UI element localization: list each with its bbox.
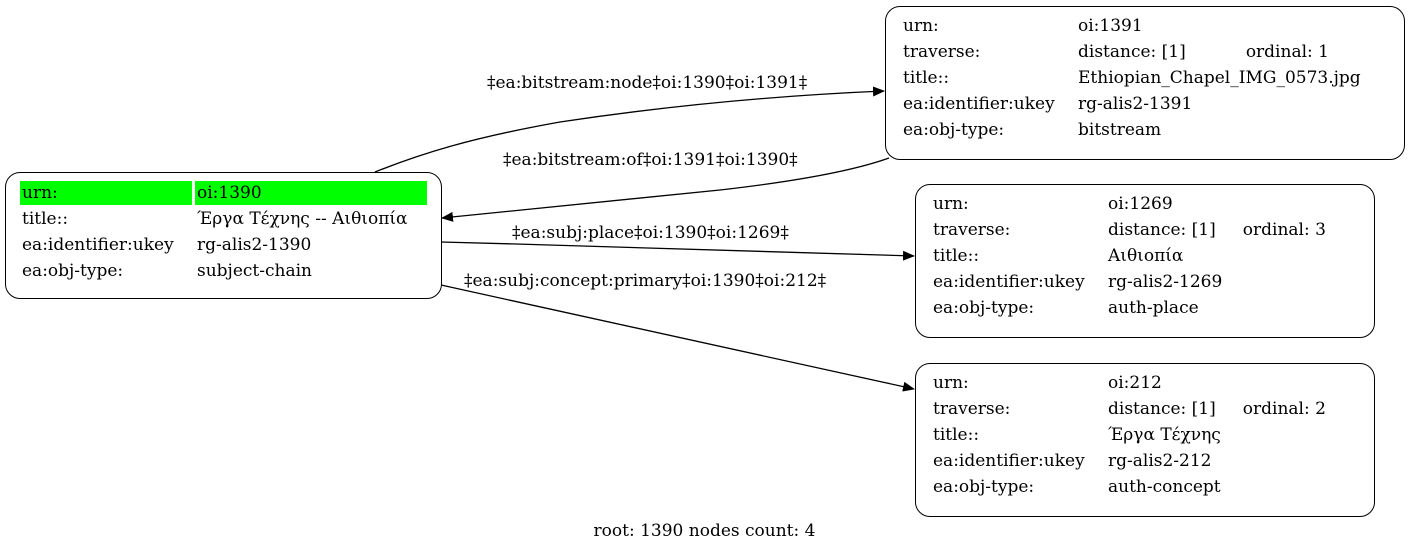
node-row-ukey: ea:identifier:ukey rg-alis2-1390 (20, 233, 427, 257)
node-row-title: title:: Ethiopian_Chapel_IMG_0573.jpg (901, 66, 1363, 90)
node-oi-1390[interactable]: urn: oi:1390 title:: Έργα Τέχνης -- Αιθι… (5, 172, 442, 299)
row-key: ea:identifier:ukey (933, 272, 1085, 292)
row-key: urn: (933, 373, 969, 393)
row-key: urn: (933, 194, 969, 214)
node-row-urn: urn: oi:1391 (901, 14, 1363, 38)
row-key: urn: (903, 16, 939, 36)
row-value: auth-concept (1108, 477, 1221, 497)
row-value: Αιθιοπία (1108, 246, 1184, 266)
row-key: ea:identifier:ukey (933, 451, 1085, 471)
node-row-ukey: ea:identifier:ukey rg-alis2-1269 (931, 270, 1328, 294)
row-key: ea:obj-type: (903, 120, 1005, 140)
row-key: ea:obj-type: (22, 261, 124, 281)
edge-bitstream-of (441, 157, 890, 222)
edge-bitstream-node (374, 86, 885, 173)
row-key: traverse: (933, 399, 1011, 419)
node-oi-212[interactable]: urn: oi:212 traverse: distance: [1] ordi… (915, 363, 1375, 517)
row-key: title:: (933, 425, 980, 445)
node-row-traverse: traverse: distance: [1] ordinal: 1 (901, 40, 1363, 64)
row-value: Έργα Τέχνης (1108, 425, 1221, 445)
node-row-urn: urn: oi:1269 (931, 192, 1328, 216)
row-key: traverse: (903, 42, 981, 62)
edge-label-subj-concept: ‡ea:subj:concept:primary‡oi:1390‡oi:212‡ (464, 271, 827, 291)
row-value: subject-chain (197, 261, 312, 281)
node-row-ukey: ea:identifier:ukey rg-alis2-1391 (901, 92, 1363, 116)
traverse-ordinal: ordinal: 3 (1242, 220, 1326, 240)
node-row-obj-type: ea:obj-type: subject-chain (20, 259, 427, 283)
row-value: oi:212 (1108, 373, 1162, 393)
node-row-obj-type: ea:obj-type: auth-place (931, 296, 1328, 320)
row-value: Έργα Τέχνης -- Αιθιοπία (197, 209, 408, 229)
row-value: auth-place (1108, 298, 1199, 318)
traverse-ordinal: ordinal: 1 (1245, 42, 1329, 62)
row-value: oi:1391 (1078, 16, 1143, 36)
edge-subj-place (440, 241, 915, 261)
node-row-obj-type: ea:obj-type: bitstream (901, 118, 1363, 142)
traverse-ordinal: ordinal: 2 (1242, 399, 1326, 419)
row-value: rg-alis2-1390 (197, 235, 312, 255)
node-row-urn: urn: oi:1390 (20, 181, 427, 205)
traverse-distance: distance: [1] (1078, 42, 1186, 62)
row-key: ea:identifier:ukey (22, 235, 174, 255)
row-key: urn: (20, 181, 192, 205)
node-row-urn: urn: oi:212 (931, 371, 1328, 395)
row-key: title:: (903, 68, 950, 88)
row-key: traverse: (933, 220, 1011, 240)
row-key: title:: (22, 209, 69, 229)
row-value: bitstream (1078, 120, 1162, 140)
row-key: ea:identifier:ukey (903, 94, 1055, 114)
row-value: Ethiopian_Chapel_IMG_0573.jpg (1078, 68, 1361, 88)
node-row-traverse: traverse: distance: [1] ordinal: 2 (931, 397, 1328, 421)
row-value: rg-alis2-1391 (1078, 94, 1193, 114)
graph-footer: root: 1390 nodes count: 4 (593, 521, 816, 541)
row-key: ea:obj-type: (933, 298, 1035, 318)
edge-subj-concept (440, 284, 915, 392)
node-oi-1391[interactable]: urn: oi:1391 traverse: distance: [1] ord… (885, 6, 1405, 160)
row-value: oi:1269 (1108, 194, 1173, 214)
node-row-obj-type: ea:obj-type: auth-concept (931, 475, 1328, 499)
edge-label-bitstream-of: ‡ea:bitstream:of‡oi:1391‡oi:1390‡ (503, 150, 798, 170)
row-key: title:: (933, 246, 980, 266)
row-value: rg-alis2-1269 (1108, 272, 1223, 292)
traverse-distance: distance: [1] (1108, 220, 1216, 240)
row-key: ea:obj-type: (933, 477, 1035, 497)
edge-label-subj-place: ‡ea:subj:place‡oi:1390‡oi:1269‡ (512, 223, 789, 243)
edge-label-bitstream-node: ‡ea:bitstream:node‡oi:1390‡oi:1391‡ (487, 73, 808, 93)
node-row-traverse: traverse: distance: [1] ordinal: 3 (931, 218, 1328, 242)
node-row-title: title:: Έργα Τέχνης (931, 423, 1328, 447)
row-value: rg-alis2-212 (1108, 451, 1212, 471)
traverse-distance: distance: [1] (1108, 399, 1216, 419)
node-row-title: title:: Έργα Τέχνης -- Αιθιοπία (20, 207, 427, 231)
row-value: oi:1390 (195, 181, 427, 205)
node-oi-1269[interactable]: urn: oi:1269 traverse: distance: [1] ord… (915, 184, 1375, 338)
node-row-title: title:: Αιθιοπία (931, 244, 1328, 268)
node-row-ukey: ea:identifier:ukey rg-alis2-212 (931, 449, 1328, 473)
